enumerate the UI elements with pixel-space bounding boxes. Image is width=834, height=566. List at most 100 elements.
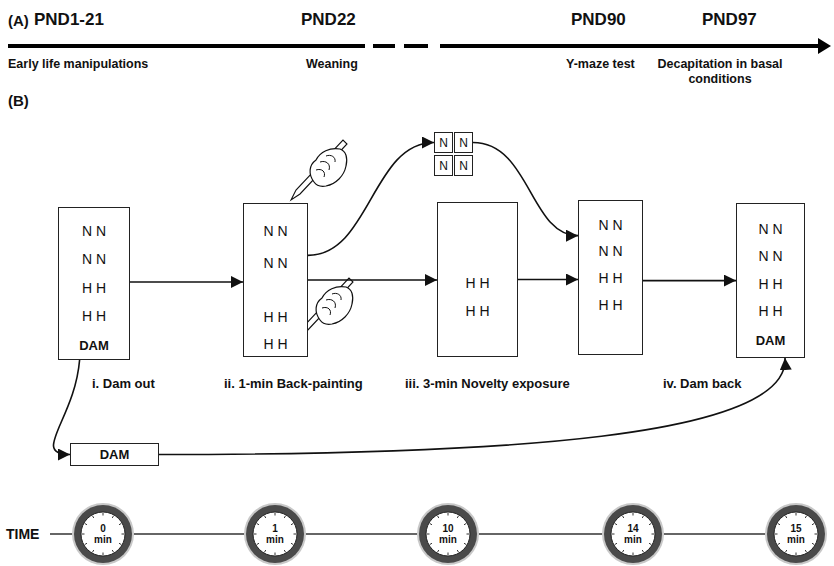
- pup-label: N: [439, 159, 448, 173]
- pup-pair-label: N N: [758, 221, 782, 237]
- painting-hand: [291, 140, 347, 200]
- clock-tick: [775, 534, 778, 535]
- timeline-dash: [404, 44, 428, 48]
- clock-tick: [615, 524, 617, 525]
- small-cage-box: N: [454, 132, 473, 153]
- clock-tick: [448, 513, 449, 516]
- time-value: 0 min: [90, 523, 116, 545]
- dam-box: DAM: [70, 443, 159, 466]
- time-value: 1 min: [262, 523, 288, 545]
- clock-tick: [112, 550, 113, 552]
- clock-dial: [426, 512, 470, 556]
- step-label: iv. Dam back: [663, 376, 742, 392]
- clock-tick: [652, 534, 655, 535]
- timeline-segment: [440, 44, 820, 48]
- pup-label: N: [439, 136, 448, 150]
- transfer-arrow: [159, 358, 785, 455]
- cage-box: N NN NH HH H: [243, 203, 308, 357]
- clock-tick: [464, 524, 466, 525]
- clock-tick: [612, 534, 615, 535]
- clock-tick: [284, 550, 285, 552]
- cage-box: H H H H: [437, 202, 518, 357]
- clock-tick: [284, 516, 285, 518]
- timeline-dash: [373, 44, 395, 48]
- label-anchor: Decapitation in basal conditions: [652, 57, 788, 87]
- pup-pair-label: H H: [82, 280, 106, 296]
- event-label: Decapitation in basal conditions: [652, 57, 788, 87]
- clock-ring: [419, 505, 477, 563]
- clock-tick: [85, 524, 87, 525]
- timeline-arrowhead: [818, 38, 831, 54]
- clock-tick: [623, 550, 624, 552]
- event-label: Early life manipulations: [8, 57, 148, 72]
- label-anchor: iv. Dam back: [663, 376, 742, 392]
- clock-tick: [82, 534, 85, 535]
- clock-tick: [805, 516, 806, 518]
- clock-tick: [649, 524, 651, 525]
- pup-pair-label: H H: [465, 275, 489, 291]
- clock-tick: [438, 550, 439, 552]
- clock-tick: [254, 534, 257, 535]
- clock-rim: [765, 503, 827, 565]
- clock-node: 10 min: [417, 503, 479, 565]
- clock-tick: [812, 543, 814, 544]
- clock-rim: [417, 503, 479, 565]
- transfer-arrow: [53, 360, 79, 455]
- step-label: i. Dam out: [92, 376, 155, 392]
- event-label: Weaning: [306, 57, 358, 72]
- small-cage-box: N: [454, 155, 473, 176]
- clock-tick: [257, 543, 259, 544]
- clock-tick: [623, 516, 624, 518]
- clock-tick: [119, 543, 121, 544]
- clock-tick: [294, 534, 297, 535]
- pup-pair-label: N N: [82, 251, 106, 267]
- clock-tick: [257, 524, 259, 525]
- cage-box: N NN NH HH HDAM: [736, 203, 805, 358]
- clock-node: 1 min: [244, 503, 306, 565]
- timeline-link: [479, 533, 602, 535]
- clock-tick: [778, 524, 780, 525]
- clock-tick: [467, 534, 470, 535]
- clock-ring: [767, 505, 825, 563]
- label-anchor: TIME: [6, 526, 39, 543]
- clock-tick: [103, 513, 104, 516]
- day-label: PND1-21: [34, 10, 104, 30]
- small-cage-box: N: [434, 155, 453, 176]
- clock-tick: [642, 550, 643, 552]
- dam-label: DAM: [79, 338, 109, 354]
- clock-dial: [611, 512, 655, 556]
- pup-label: N: [459, 136, 468, 150]
- clock-node: 14 min: [602, 503, 664, 565]
- clock-node: 0 min: [72, 503, 134, 565]
- axis-label: TIME: [6, 526, 39, 543]
- clock-tick: [275, 513, 276, 516]
- timeline-link: [134, 533, 244, 535]
- timeline-segment: [8, 44, 365, 48]
- pup-pair-label: H H: [82, 308, 106, 324]
- clock-tick: [265, 550, 266, 552]
- label-anchor: Early life manipulations: [8, 57, 148, 72]
- label-anchor: ii. 1-min Back-painting: [224, 376, 363, 392]
- clock-dial: [253, 512, 297, 556]
- clock-tick: [438, 516, 439, 518]
- transfer-arrow: [308, 279, 437, 281]
- pup-pair-label: H H: [263, 309, 287, 325]
- clock-tick: [796, 513, 797, 516]
- clock-tick: [265, 516, 266, 518]
- clock-tick: [642, 516, 643, 518]
- clock-tick: [457, 516, 458, 518]
- clock-tick: [275, 553, 276, 556]
- clock-dial: [774, 512, 818, 556]
- pup-pair-label: H H: [263, 336, 287, 352]
- transfer-arrow: [308, 143, 434, 256]
- clock-rim: [602, 503, 664, 565]
- clock-tick: [430, 543, 432, 544]
- clock-tick: [112, 516, 113, 518]
- pup-pair-label: N N: [758, 248, 782, 264]
- pup-pair-label: H H: [465, 303, 489, 319]
- clock-tick: [93, 550, 94, 552]
- pup-pair-label: N N: [263, 223, 287, 239]
- step-label: ii. 1-min Back-painting: [224, 376, 363, 392]
- clock-tick: [291, 524, 293, 525]
